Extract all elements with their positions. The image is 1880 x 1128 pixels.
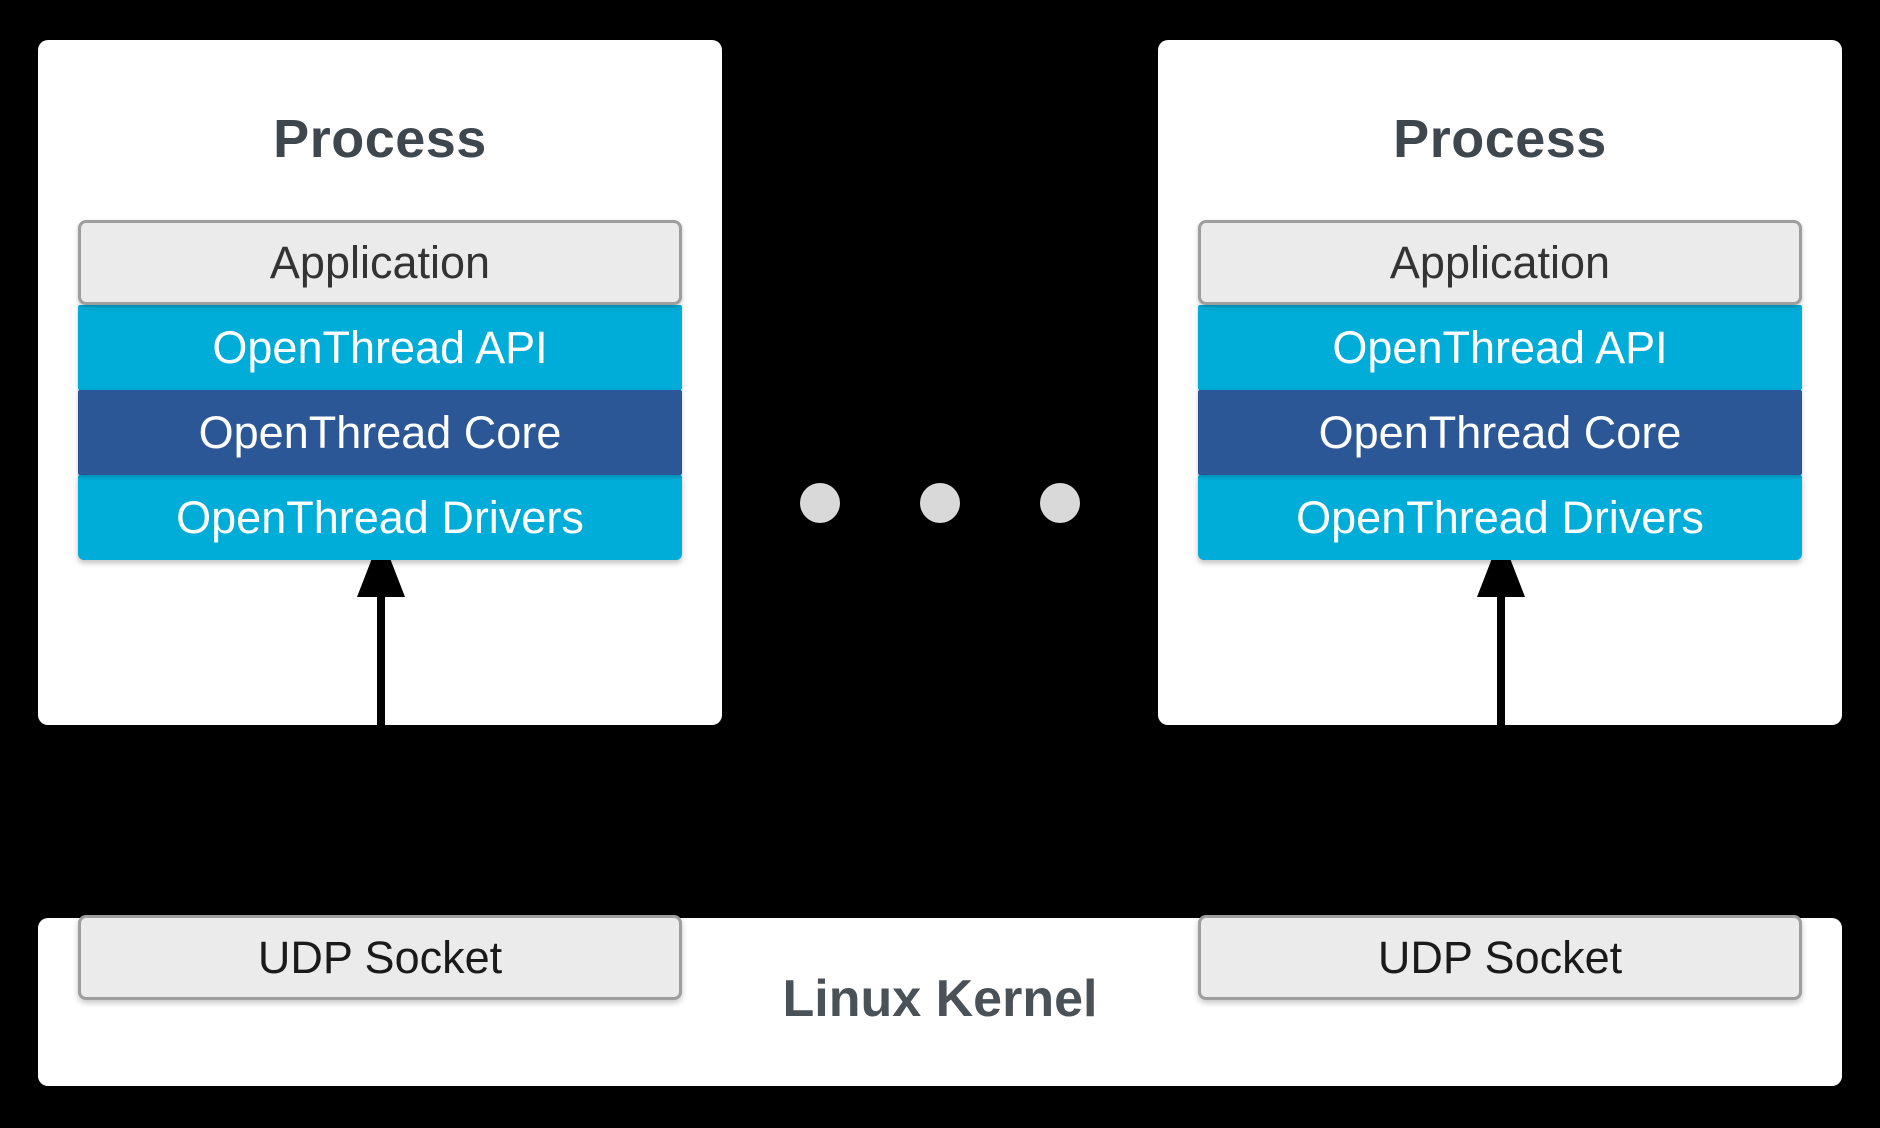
- process-card-right: Process Application OpenThread API OpenT…: [1158, 40, 1842, 725]
- layer-openthread-drivers-label-left: OpenThread Drivers: [176, 492, 584, 543]
- process-title-left: Process: [273, 109, 487, 169]
- layer-openthread-drivers-left[interactable]: OpenThread Drivers: [78, 475, 682, 560]
- layer-openthread-api-label-right: OpenThread API: [1332, 322, 1668, 373]
- udp-socket-left[interactable]: UDP Socket: [78, 915, 682, 1000]
- linux-kernel-label: Linux Kernel: [782, 970, 1098, 1028]
- layer-application-left[interactable]: Application: [78, 220, 682, 305]
- layer-stack-left: Application OpenThread API OpenThread Co…: [78, 220, 682, 560]
- ellipsis-dot-2: [920, 483, 960, 523]
- layer-openthread-core-label-left: OpenThread Core: [198, 407, 562, 458]
- udp-socket-right[interactable]: UDP Socket: [1198, 915, 1802, 1000]
- layer-application-right[interactable]: Application: [1198, 220, 1802, 305]
- ellipsis-dot-3: [1040, 483, 1080, 523]
- layer-openthread-api-label-left: OpenThread API: [212, 322, 548, 373]
- layer-application-label-right: Application: [1389, 237, 1611, 288]
- layer-openthread-drivers-right[interactable]: OpenThread Drivers: [1198, 475, 1802, 560]
- layer-openthread-api-left[interactable]: OpenThread API: [78, 305, 682, 390]
- layer-application-label-left: Application: [269, 237, 491, 288]
- process-card-left: Process Application OpenThread API OpenT…: [38, 40, 722, 725]
- layer-openthread-core-label-right: OpenThread Core: [1318, 407, 1682, 458]
- linux-kernel-label-wrapper: Linux Kernel: [38, 918, 1842, 1086]
- ellipsis-dots-icon: [800, 483, 1080, 523]
- udp-socket-label-left: UDP Socket: [257, 932, 503, 983]
- layer-openthread-api-right[interactable]: OpenThread API: [1198, 305, 1802, 390]
- ellipsis-dot-1: [800, 483, 840, 523]
- layer-openthread-core-right[interactable]: OpenThread Core: [1198, 390, 1802, 475]
- udp-socket-label-right: UDP Socket: [1377, 932, 1623, 983]
- process-title-right: Process: [1393, 109, 1607, 169]
- layer-openthread-drivers-label-right: OpenThread Drivers: [1296, 492, 1704, 543]
- layer-stack-right: Application OpenThread API OpenThread Co…: [1198, 220, 1802, 560]
- layer-openthread-core-left[interactable]: OpenThread Core: [78, 390, 682, 475]
- linux-kernel-card: Linux Kernel UDP Socket UDP Socket: [38, 915, 1842, 1086]
